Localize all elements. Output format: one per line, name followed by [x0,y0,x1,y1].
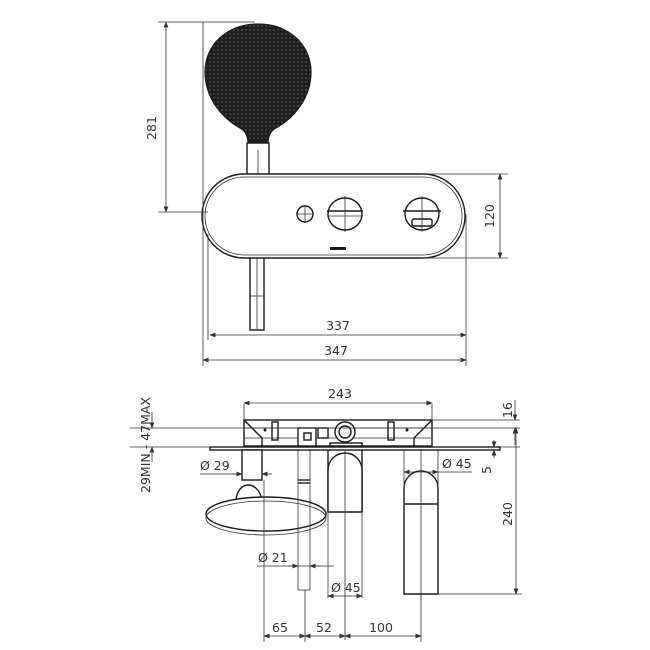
dim-wall-depth: 29MIN - 47MAX [138,397,155,493]
dim-dia-29: Ø 29 [200,458,272,477]
dim-16: 16 [432,400,520,445]
dim-100: 100 [344,620,422,639]
dim-label-120: 120 [482,204,497,228]
shower-head-side [205,496,327,532]
dim-label-16: 16 [500,402,515,418]
dim-label-dia-29: Ø 29 [200,458,230,473]
dim-120: 120 [420,173,508,259]
dim-label-243: 243 [328,386,352,401]
dim-dia-21: Ø 21 [257,550,334,569]
dim-label-wall-depth: 29MIN - 47MAX [138,397,153,493]
dim-65: 65 [263,620,306,639]
side-view: 243 16 29MIN - 47MAX Ø 29 Ø 45 [130,386,522,642]
dim-337: 337 [209,318,467,338]
dim-label-337: 337 [326,318,350,333]
dim-label-dia-21: Ø 21 [258,550,288,565]
dim-label-347: 347 [324,343,348,358]
dim-label-5: 5 [479,466,494,474]
dim-label-dia-45-center: Ø 45 [331,580,361,595]
dim-5: 5 [479,440,497,474]
wall-plate [201,173,466,259]
dim-243: 243 [243,386,433,420]
dim-240: 240 [438,427,522,595]
dim-347: 347 [202,343,467,363]
dim-label-dia-45-right: Ø 45 [442,456,472,471]
dim-dia-45-center: Ø 45 [327,512,363,599]
dim-281: 281 [144,21,255,213]
dim-label-240: 240 [500,502,515,526]
dim-label-100: 100 [369,620,393,635]
dim-label-52: 52 [316,620,332,635]
front-view: 281 120 337 347 [144,21,508,366]
dim-52: 52 [304,620,346,639]
dim-dia-45-right: Ø 45 [403,456,472,475]
dim-label-65: 65 [272,620,288,635]
dim-label-281: 281 [144,116,159,140]
